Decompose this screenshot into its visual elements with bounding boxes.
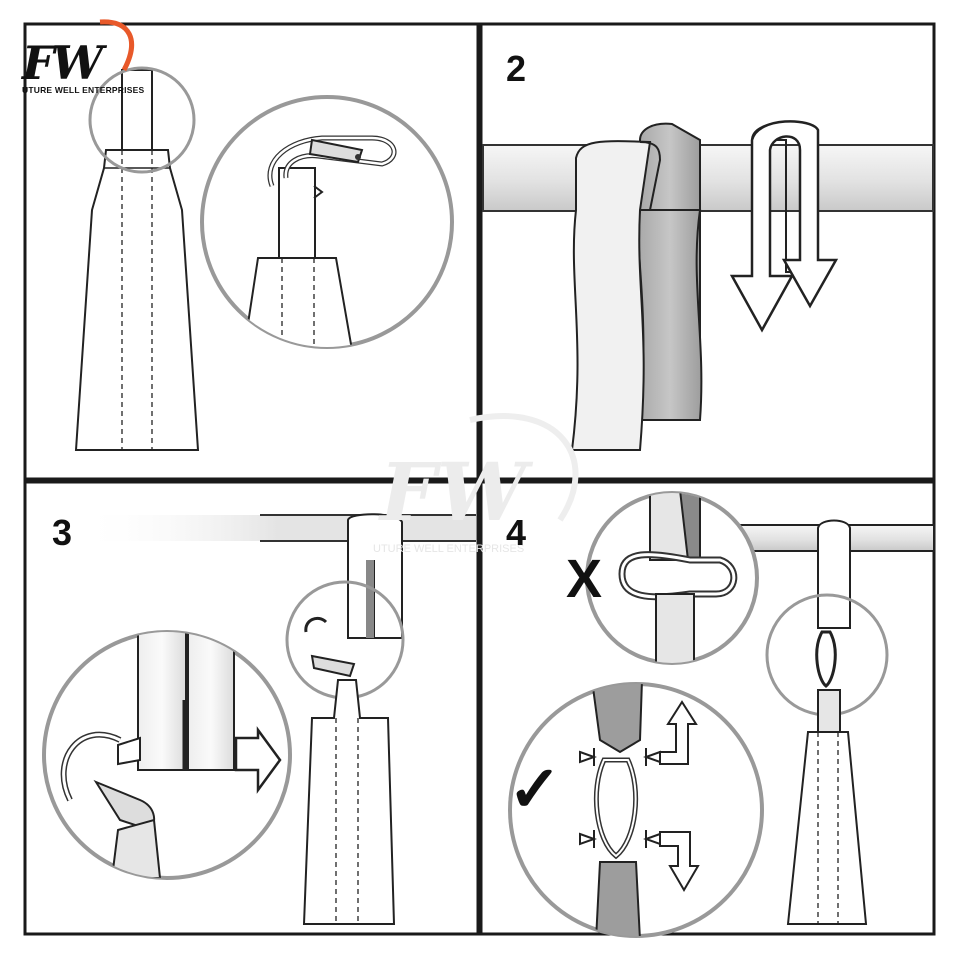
horizontal-bar xyxy=(482,144,934,212)
logo-subtitle: UTURE WELL ENTERPRISES xyxy=(22,85,145,95)
watermark-swoosh xyxy=(469,413,579,522)
brand-logo: FW xyxy=(18,14,148,94)
wrong-mark: X xyxy=(566,549,603,609)
strap-front xyxy=(570,140,652,451)
panel-step-2 xyxy=(479,22,936,481)
panel-step-4 xyxy=(479,480,936,936)
panel-step-3 xyxy=(23,480,480,936)
bag-strap xyxy=(121,69,153,151)
watermark-logo: FW xyxy=(378,445,534,539)
step-number-4: 4 xyxy=(506,512,527,553)
watermark-subtitle: UTURE WELL ENTERPRISES xyxy=(373,543,525,555)
punching-bag-3 xyxy=(302,679,396,925)
logo-mark: FW xyxy=(22,36,103,90)
step-1-illustration xyxy=(74,66,454,451)
step-4-illustration xyxy=(508,491,935,938)
pinch-arrow-icon xyxy=(579,750,597,764)
punching-bag xyxy=(74,149,200,451)
callout-circle xyxy=(88,66,196,174)
step-number-3: 3 xyxy=(52,512,73,553)
bag-top-zoom xyxy=(242,257,354,347)
step-2-illustration xyxy=(482,120,934,451)
arrow-right-icon xyxy=(234,726,282,794)
arrow-down-right-icon xyxy=(659,831,700,892)
arrow-down-icon xyxy=(729,120,839,333)
strap-zoom xyxy=(278,167,316,259)
right-mark: ✓ xyxy=(508,753,562,825)
hanging-strap-4 xyxy=(817,519,851,629)
arrow-up-right-icon xyxy=(659,700,698,765)
punching-bag-4 xyxy=(786,731,868,925)
step-3-illustration xyxy=(42,513,476,925)
step-number-2: 2 xyxy=(506,48,527,89)
panel-step-1 xyxy=(23,22,480,481)
panel-frames xyxy=(23,22,936,936)
horizontal-bar-3 xyxy=(80,515,476,541)
logo-swoosh-icon xyxy=(99,19,135,72)
